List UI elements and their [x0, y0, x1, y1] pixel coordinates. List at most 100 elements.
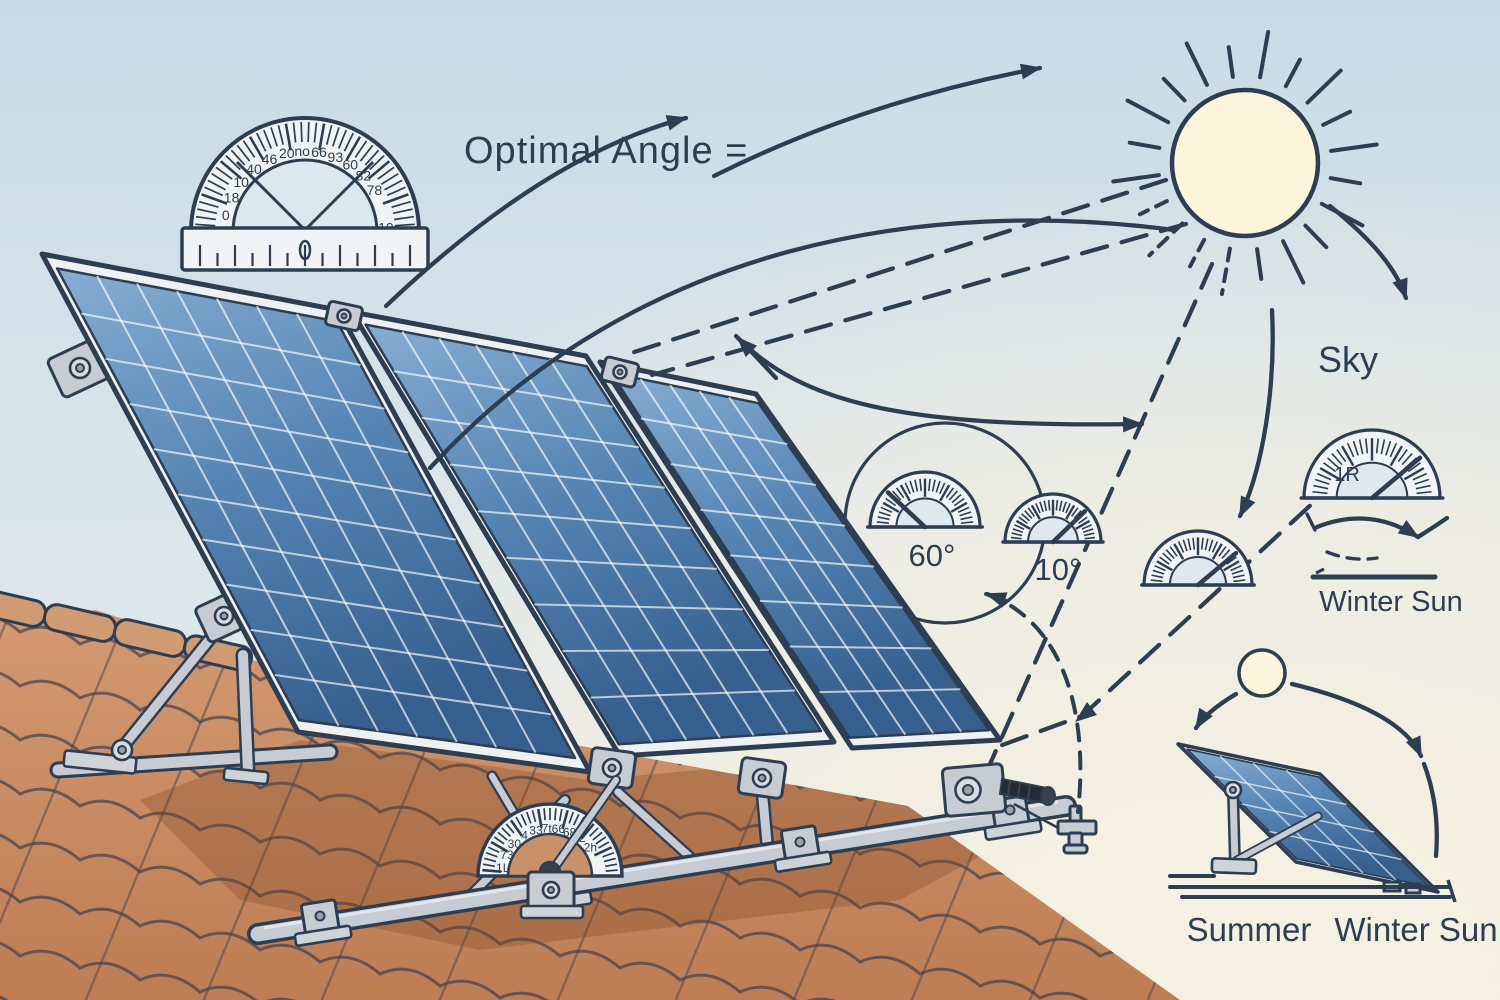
tick: [394, 223, 415, 227]
protractor-number: 40: [246, 161, 262, 177]
winter-sun-arc: [1314, 516, 1421, 540]
tick: [484, 857, 497, 863]
protractor-v-left: [235, 160, 307, 232]
gauge-tick: [953, 497, 965, 507]
sun-ray: [1161, 76, 1187, 103]
panel-grid-line: [105, 357, 385, 410]
panel-grid-line: [789, 645, 932, 650]
tick: [354, 140, 368, 158]
panel-grid-line: [421, 416, 639, 449]
tick: [525, 811, 532, 824]
gauge-tick: [882, 501, 900, 513]
gauge-tick: [895, 487, 905, 499]
gauge-tick: [950, 501, 968, 513]
gauge-tick: [1154, 564, 1166, 572]
tick: [219, 160, 243, 180]
tick: [248, 136, 265, 161]
gauge-10-label: 10°: [1035, 552, 1082, 587]
tick: [207, 179, 226, 191]
sun: [1111, 30, 1379, 296]
gauge-tick: [904, 482, 911, 495]
protractor-inner: [231, 158, 379, 234]
tick: [509, 819, 523, 837]
tick: [572, 814, 580, 826]
tick: [201, 193, 228, 205]
gauge-inner: [1027, 516, 1079, 543]
arrow-to-sun-1: [383, 114, 689, 309]
tick: [292, 122, 297, 143]
protractor-number: 4: [521, 828, 528, 842]
mini-foot: [1210, 857, 1258, 875]
tick: [558, 808, 563, 821]
gauge-tick: [914, 479, 919, 492]
tick: [493, 836, 505, 845]
gauge-tick: [909, 480, 915, 493]
gauge-tick: [1156, 560, 1173, 572]
tick: [197, 208, 218, 215]
gauge-tick: [1223, 560, 1240, 572]
rail-foot-1: [293, 898, 353, 947]
mount-structure-front: 1L73304337t666842-2h: [247, 299, 1098, 947]
panel-grid-line: [274, 674, 552, 716]
panel-grid-line: [548, 358, 789, 734]
gauge-tick: [945, 487, 955, 499]
winter-sun-bottom-label: Winter Sun: [1334, 911, 1497, 948]
tick: [332, 127, 340, 147]
gauge-tick: [1208, 539, 1214, 552]
tick: [318, 123, 326, 151]
sun-ray: [1184, 41, 1209, 87]
panel-grid-line: [700, 508, 846, 527]
tick: [367, 160, 391, 180]
gauge-tick: [1341, 445, 1355, 467]
panel-grid-line: [401, 331, 654, 743]
sun-ray: [1127, 140, 1162, 150]
mini-sun: [1237, 648, 1287, 698]
gauge-tick: [1187, 538, 1192, 551]
gauge-tick: [1078, 516, 1088, 525]
tick: [505, 823, 515, 834]
gauge-tick: [1047, 499, 1051, 511]
tick: [386, 186, 406, 197]
protractor-number: 60: [343, 157, 359, 173]
protractor-number: 1L: [496, 861, 510, 875]
tick: [225, 154, 241, 171]
tick: [199, 200, 219, 209]
gauge-tick: [1084, 536, 1096, 540]
gauge-tick: [1346, 443, 1355, 458]
sun-ray-dashed-3: [987, 261, 1215, 767]
gauge-tick: [1389, 443, 1398, 458]
roof-tile-seam: [0, 610, 42, 1000]
protractor-number: 30: [508, 837, 522, 851]
gauge-tick: [1082, 528, 1094, 533]
panel-grid-line: [478, 510, 691, 530]
arc-to-sun-long: [427, 218, 1177, 471]
tick: [598, 841, 610, 849]
reflection-curve: [733, 333, 1145, 433]
panel-grid-line: [590, 689, 796, 699]
arrow-to-sun-2: [711, 63, 1043, 179]
gauge-tick: [1018, 516, 1028, 525]
gauge-tick: [1407, 462, 1421, 473]
sun-ray: [1147, 221, 1185, 258]
gauge-tick: [1211, 543, 1223, 560]
gauge-tick: [939, 482, 946, 495]
gauge-tick: [927, 478, 931, 491]
tick: [364, 149, 380, 166]
gauge-tick: [1319, 467, 1341, 481]
gauge-tick: [1152, 569, 1165, 575]
tick: [482, 863, 495, 868]
tick: [520, 814, 528, 826]
gauge-tick: [1226, 556, 1237, 565]
gauge-inner: [1168, 555, 1228, 586]
mount-structure-back: [46, 337, 339, 786]
solar-panel-3: [597, 359, 1003, 751]
gauge-tick: [1401, 452, 1413, 466]
gauge-tick: [1011, 532, 1023, 537]
tick: [382, 193, 409, 205]
panel-grid-line: [475, 344, 721, 739]
gauge-tick: [1075, 519, 1091, 530]
gauge-tick: [1065, 503, 1071, 514]
winter-ray-arrowhead: [1075, 702, 1097, 722]
gauge-tick: [959, 511, 972, 517]
panel-grid-line: [759, 599, 903, 609]
